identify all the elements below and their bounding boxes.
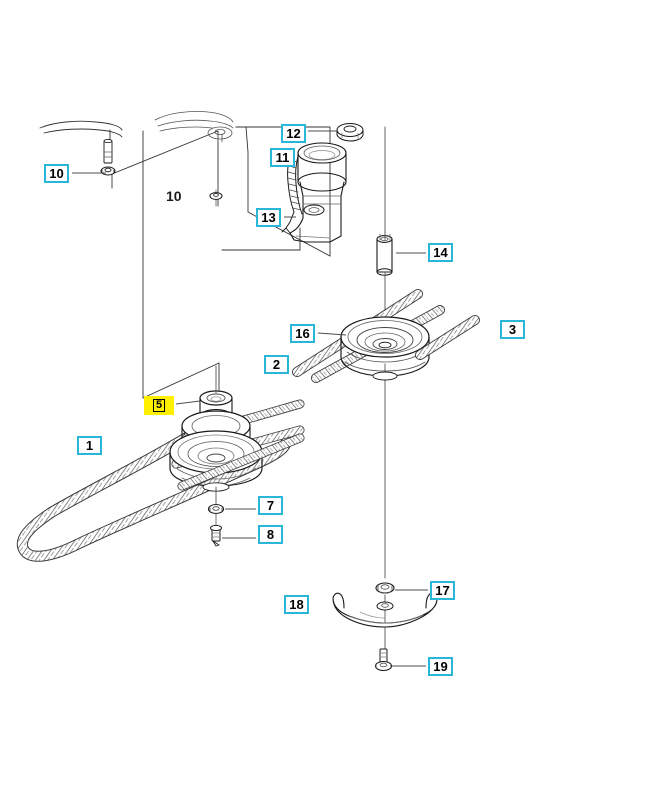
callout-16[interactable]: 16 <box>290 324 315 343</box>
callout-label-5: 5 <box>153 399 166 412</box>
part-19-blade-bolt <box>374 648 393 672</box>
callout-7[interactable]: 7 <box>258 496 283 515</box>
callout-8[interactable]: 8 <box>258 525 283 544</box>
part-11-spindle-housing <box>221 142 347 251</box>
callout-3[interactable]: 3 <box>500 320 525 339</box>
callout-17[interactable]: 17 <box>430 581 455 600</box>
part-10-nut-center <box>209 189 223 207</box>
callout-1[interactable]: 1 <box>77 436 102 455</box>
leader-16 <box>317 332 347 336</box>
part-1-drive-belt <box>16 426 292 562</box>
part-16-pulley-right <box>340 316 430 381</box>
callout-5[interactable]: 5 <box>144 396 175 415</box>
part-17-washer <box>375 582 395 594</box>
part-12-washer <box>336 123 364 142</box>
leader-5 <box>175 400 201 405</box>
leader-lines <box>72 130 428 667</box>
part-2-belt-right-front <box>347 296 480 360</box>
callout-2[interactable]: 2 <box>264 355 289 374</box>
callout-10[interactable]: 10 <box>44 164 69 183</box>
part-13-spring-strip <box>281 154 303 234</box>
callout-18[interactable]: 18 <box>284 595 309 614</box>
callout-11[interactable]: 11 <box>270 148 295 167</box>
callout-13[interactable]: 13 <box>256 208 281 227</box>
part-8-bolt <box>210 512 222 547</box>
callout-12[interactable]: 12 <box>281 124 306 143</box>
group-label-10: 10 <box>166 188 182 204</box>
part-10-rod <box>100 138 116 176</box>
part-1-belt-front-cross <box>177 433 305 491</box>
callout-19[interactable]: 19 <box>428 657 453 676</box>
top-bracket-ghost <box>154 111 234 143</box>
part-14-spacer-sleeve <box>376 232 393 276</box>
callout-14[interactable]: 14 <box>428 243 453 262</box>
